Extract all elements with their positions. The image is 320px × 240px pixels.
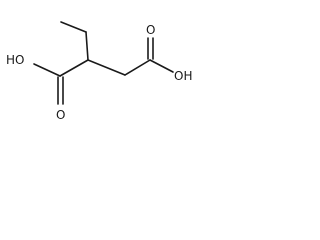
atom-label-right-hydroxyl: OH bbox=[174, 69, 192, 83]
bond-ch-to-left-carboxyl-carbon bbox=[59, 59, 89, 77]
bond-ethyl-ch3-ch2 bbox=[60, 21, 87, 33]
bond-left-carboxyl-to-hydroxyl bbox=[33, 63, 61, 77]
atom-label-right-carbonyl-oxygen: O bbox=[146, 23, 155, 37]
bond-ch2-to-right-carboxyl-carbon bbox=[124, 59, 151, 76]
bond-ch-to-ch2 bbox=[87, 59, 126, 76]
bond-right-carboxyl-to-hydroxyl bbox=[149, 59, 174, 73]
atom-label-left-carbonyl-oxygen: O bbox=[56, 108, 65, 122]
bond-ethyl-ch2-ch bbox=[85, 31, 89, 61]
atom-label-left-hydroxyl: HO bbox=[6, 53, 24, 67]
structural-formula: HO O OH O bbox=[6, 21, 192, 122]
